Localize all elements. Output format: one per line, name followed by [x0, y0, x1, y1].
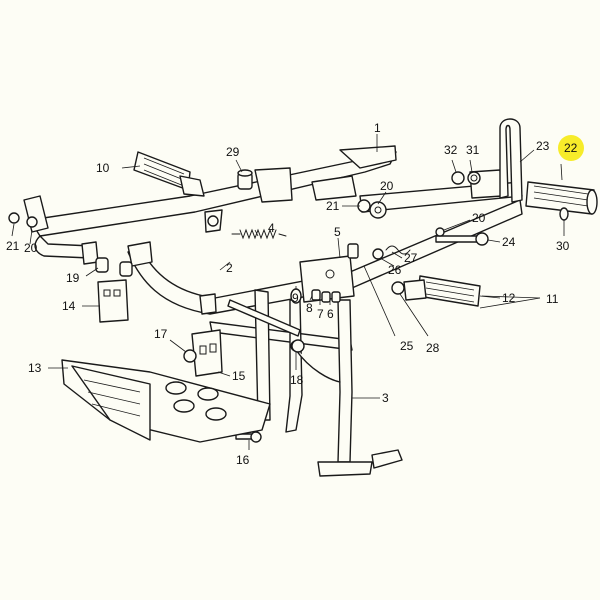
- hook-bracket-23: [499, 118, 523, 203]
- callout-2: 2: [226, 261, 233, 275]
- callout-12: 12: [502, 291, 516, 305]
- frame-rail-upper: [29, 145, 397, 237]
- bolt-16: [235, 431, 262, 443]
- callout-19: 19: [66, 271, 80, 285]
- nut-17: [183, 349, 197, 363]
- callout-24: 24: [502, 235, 516, 249]
- callout-21-center: 21: [326, 199, 340, 213]
- callout-10: 10: [96, 161, 110, 175]
- callout-3: 3: [382, 391, 389, 405]
- callout-4: 4: [268, 221, 275, 235]
- callout-18: 18: [290, 373, 304, 387]
- callout-17: 17: [154, 327, 168, 341]
- callout-28: 28: [426, 341, 440, 355]
- bracket-15: [191, 329, 223, 377]
- callout-8: 8: [306, 301, 313, 315]
- callout-6: 6: [327, 307, 334, 321]
- callout-31: 31: [466, 143, 480, 157]
- center-stand: [209, 289, 403, 477]
- leader-lines: [11, 134, 565, 450]
- callout-20-upper: 20: [380, 179, 394, 193]
- callout-30: 30: [556, 239, 570, 253]
- spring-26-27: [347, 243, 411, 260]
- stand-spring: [231, 228, 287, 240]
- callout-21-left: 21: [6, 239, 20, 253]
- nut-28: [391, 281, 405, 295]
- callout-20-right: 20: [472, 211, 486, 225]
- callout-32: 32: [444, 143, 458, 157]
- callout-labels: 1 2 3 4 5 6 7 8 9 10 11 12 13 14 15 16 1…: [6, 121, 578, 467]
- bolt-24: [435, 232, 489, 246]
- footrest-rear-left: [403, 275, 481, 307]
- nut-31-32: [451, 171, 481, 185]
- callout-9: 9: [292, 291, 299, 305]
- axle-18: [291, 339, 305, 353]
- callout-1: 1: [374, 121, 381, 135]
- callout-27: 27: [404, 251, 418, 265]
- callout-22: 22: [564, 141, 578, 155]
- callout-11: 11: [546, 292, 559, 306]
- bolt-30: [559, 207, 569, 221]
- callout-26: 26: [388, 263, 402, 277]
- pins-6-9: [290, 288, 341, 304]
- highlight-marker: [558, 135, 584, 161]
- callout-7: 7: [317, 307, 324, 321]
- nut-21-left: [8, 212, 38, 228]
- callout-29: 29: [226, 145, 240, 159]
- callout-15: 15: [232, 369, 246, 383]
- footrest-rear-right: [525, 181, 598, 215]
- callout-20-left: 20: [24, 241, 38, 255]
- bushings-19: [95, 257, 133, 277]
- callout-25: 25: [400, 339, 414, 353]
- washers-20: [357, 199, 445, 237]
- callout-16: 16: [236, 453, 250, 467]
- footrest-front-left: [133, 151, 205, 197]
- bushing-29: [237, 169, 253, 190]
- callout-5: 5: [334, 225, 341, 239]
- callout-23: 23: [536, 139, 550, 153]
- callout-14: 14: [62, 299, 76, 313]
- callout-13: 13: [28, 361, 42, 375]
- plate-14: [97, 279, 129, 323]
- skid-plate-13: [61, 359, 271, 443]
